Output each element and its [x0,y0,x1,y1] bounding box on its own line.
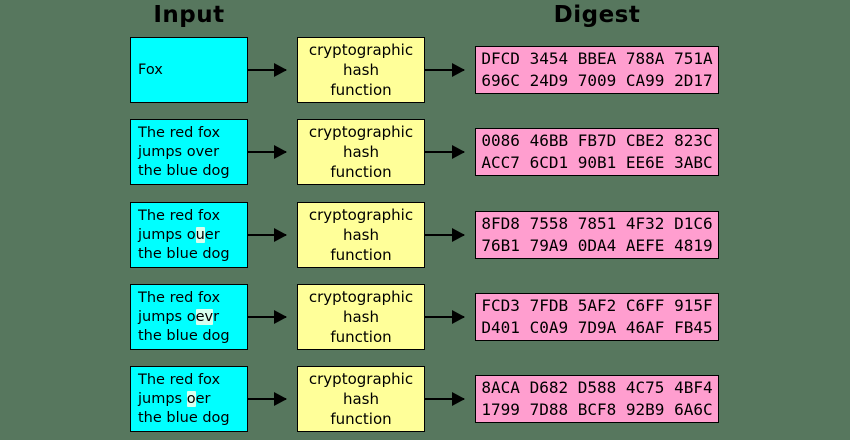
hash-to-digest-arrow-icon [425,145,465,159]
input-text-line: the blue dog [138,409,245,428]
input-text-segment: The red fox [138,124,221,141]
hash-function-label-line: function [330,410,392,428]
input-text-line: the blue dog [138,245,245,264]
hash-function-label-line: hash [342,226,380,244]
changed-character-highlight: ev [195,308,214,325]
hash-function-label-line: hash [342,390,380,408]
input-message-box: Fox [130,37,248,103]
input-to-hash-arrow-icon [248,392,287,406]
digest-hex-line: 76B1 79A9 0DA4 AEFE 4819 [481,236,713,255]
input-text-segment: The red fox [138,371,221,388]
hash-function-label-line: function [330,328,392,346]
digest-hex-line: 1799 7D88 BCF8 92B9 6A6C [481,400,713,419]
hash-function-label-line: cryptographic [308,370,414,388]
input-text-line: The red fox [138,207,245,226]
hash-function-box: cryptographic hash function [297,119,425,185]
digest-hex-line: D401 C0A9 7D9A 46AF FB45 [481,318,713,337]
input-text-segment: jumps o [138,308,196,325]
hash-function-label-line: cryptographic [308,288,414,306]
input-text-line: The red fox [138,371,245,390]
changed-character-highlight: u [195,226,205,243]
input-text-segment: er [204,226,220,243]
input-text-line: jumps ouer [138,226,245,245]
digest-hex-line: 8FD8 7558 7851 4F32 D1C6 [481,214,713,233]
digest-value-box: 8FD8 7558 7851 4F32 D1C6 76B1 79A9 0DA4 A… [475,211,719,259]
input-text-line: the blue dog [138,162,245,181]
hash-function-label-line: cryptographic [308,41,414,59]
input-text-segment: The red fox [138,207,221,224]
input-text-segment: the blue dog [138,409,230,426]
input-text-segment: jumps over [138,143,220,160]
hash-to-digest-arrow-icon [425,63,465,77]
input-text-segment: The red fox [138,289,221,306]
digest-hex-line: 8ACA D682 D588 4C75 4BF4 [481,378,713,397]
input-text-segment: the blue dog [138,245,230,262]
digest-column-header: Digest [553,2,641,28]
hash-function-box: cryptographic hash function [297,37,425,103]
digest-hex-line: ACC7 6CD1 90B1 EE6E 3ABC [481,153,713,172]
digest-hex-line: DFCD 3454 BBEA 788A 751A [481,49,713,68]
input-to-hash-arrow-icon [248,228,287,242]
hash-function-box: cryptographic hash function [297,284,425,350]
hash-function-label-line: hash [342,143,380,161]
hash-function-label-line: hash [342,61,380,79]
input-text-line: jumps over [138,143,245,162]
input-text-segment: the blue dog [138,162,230,179]
input-text-line: jumps oevr [138,308,245,327]
hash-row-1: Fox cryptographic hash function DFCD 3454 BB… [130,37,719,103]
hash-function-label-line: cryptographic [308,123,414,141]
input-text-line: The red fox [138,124,245,143]
input-text-line: the blue dog [138,327,245,346]
digest-hex-line: 0086 46BB FB7D CBE2 823C [481,131,713,150]
hash-function-box: cryptographic hash function [297,366,425,432]
changed-character-highlight: o [186,390,196,407]
input-text-segment: jumps o [138,226,196,243]
hash-function-label-line: cryptographic [308,206,414,224]
digest-value-box: DFCD 3454 BBEA 788A 751A 696C 24D9 7009 C… [475,46,719,94]
input-text-line: Fox [138,61,245,80]
input-text-segment: Fox [138,61,163,78]
hash-function-label-line: function [330,81,392,99]
hash-row-2: The red fox jumps over the blue dog cryptog… [130,119,719,185]
input-message-box: The red fox jumps over the blue dog [130,119,248,185]
hash-to-digest-arrow-icon [425,392,465,406]
hash-function-label-line: function [330,246,392,264]
input-text-line: jumps oer [138,390,245,409]
input-text-segment: jumps [138,390,187,407]
input-to-hash-arrow-icon [248,310,287,324]
hash-to-digest-arrow-icon [425,228,465,242]
input-to-hash-arrow-icon [248,145,287,159]
hash-function-label-line: hash [342,308,380,326]
digest-hex-line: FCD3 7FDB 5AF2 C6FF 915F [481,296,713,315]
input-text-segment: the blue dog [138,327,230,344]
digest-value-box: 0086 46BB FB7D CBE2 823C ACC7 6CD1 90B1 E… [475,128,719,176]
hash-function-label-line: function [330,163,392,181]
hash-function-box: cryptographic hash function [297,202,425,268]
diagram-rows: Fox cryptographic hash function DFCD 3454 BB… [130,0,719,440]
input-text-segment: r [213,308,220,325]
hash-to-digest-arrow-icon [425,310,465,324]
input-text-segment: er [195,390,211,407]
input-to-hash-arrow-icon [248,63,287,77]
digest-value-box: FCD3 7FDB 5AF2 C6FF 915F D401 C0A9 7D9A 4… [475,293,719,341]
digest-hex-line: 696C 24D9 7009 CA99 2D17 [481,71,713,90]
input-column-header: Input [153,2,225,28]
digest-value-box: 8ACA D682 D588 4C75 4BF4 1799 7D88 BCF8 9… [475,375,719,423]
input-text-line: The red fox [138,289,245,308]
